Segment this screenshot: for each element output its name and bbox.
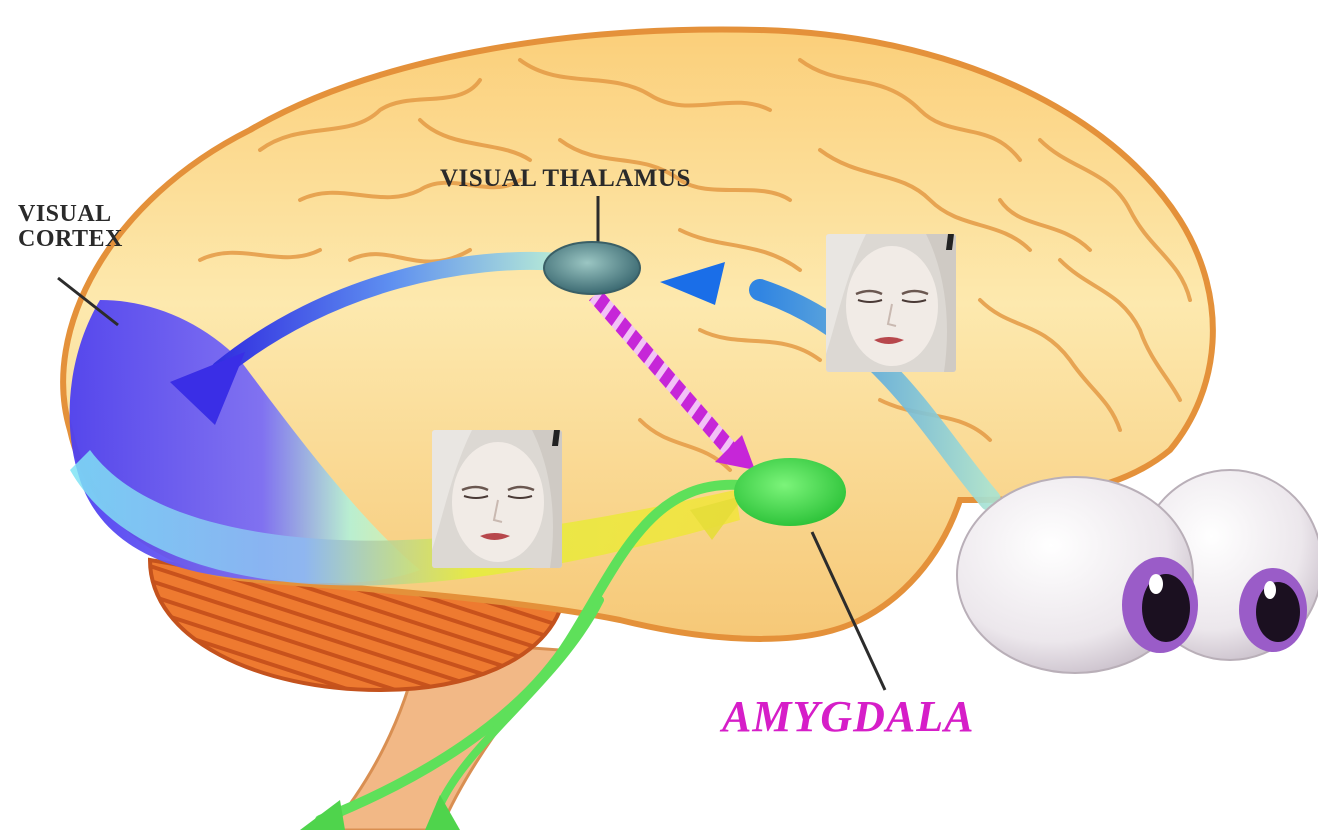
label-visual-thalamus: VISUAL THALAMUS (440, 166, 691, 192)
label-visual-cortex: VISUAL CORTEX (18, 202, 123, 252)
label-visual-cortex-line2: CORTEX (18, 227, 123, 252)
label-amygdala: AMYGDALA (722, 694, 974, 740)
visual-thalamus-node (544, 242, 640, 294)
green-arrow-head-left (300, 800, 345, 830)
face-portrait-icon (432, 430, 562, 568)
face-portrait-icon (826, 234, 956, 372)
amygdala-node (734, 458, 846, 526)
label-visual-cortex-line1: VISUAL (18, 202, 123, 227)
eyeballs-icon (957, 470, 1318, 673)
